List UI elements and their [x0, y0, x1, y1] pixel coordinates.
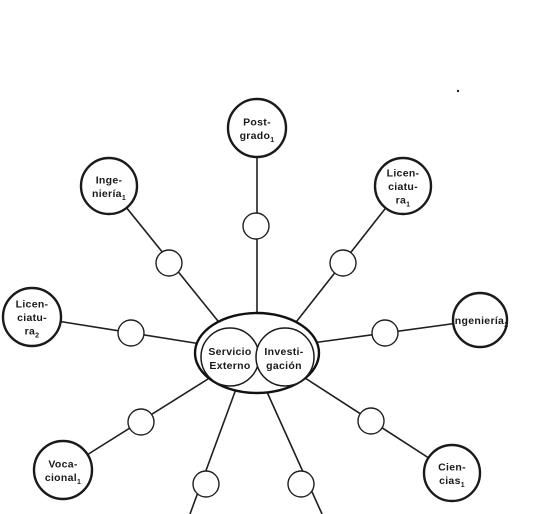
connector-postgrado-1 [242, 212, 270, 240]
label-postgrado-1-line-2: grado1 [240, 130, 275, 144]
label-licenciatura-2-line-1: Licen- [16, 299, 49, 311]
node-licenciatura-2 [1, 286, 63, 348]
label-licenciatura-2-line-3: ra2 [25, 326, 40, 340]
investigacion-circle [255, 327, 315, 387]
connector-ciencias-1 [357, 407, 385, 435]
connector-licenciatura-1-top [329, 249, 357, 277]
servicio-externo-label-line-2: Externo [209, 360, 250, 372]
label-vocacional-1-line-2: cional1 [45, 472, 81, 486]
connector-vocacional-1 [127, 408, 155, 436]
label-licenciatura-1-top-line-3: ra1 [396, 195, 411, 209]
node-ingenieria-1 [79, 156, 139, 216]
node-licenciatura-1-top [373, 156, 433, 216]
connector-nodes [117, 212, 399, 498]
label-ingenieria-1-line-1: Inge- [96, 174, 123, 186]
label-ciencias-1-line-2: cias1 [439, 475, 465, 489]
node-vocacional-1 [32, 439, 94, 501]
servicio-externo-label-line-1: Servicio [208, 346, 251, 358]
connector-bottom-right [287, 470, 315, 498]
connector-ingenieria-1 [155, 249, 183, 277]
investigacion-label-line-1: Investi- [264, 346, 303, 358]
connector-licenciatura-2 [117, 319, 145, 347]
label-vocacional-1-line-1: Voca- [48, 458, 78, 470]
label-postgrado-1-line-1: Post- [243, 116, 271, 128]
label-licenciatura-2-line-2: ciatu- [17, 312, 47, 324]
connector-ingenieria-2 [371, 319, 399, 347]
label-ingenieria-2-line-1: Ingeniería2 [452, 315, 509, 329]
scan-speck [456, 89, 460, 93]
label-licenciatura-1-top-line-1: Licen- [387, 168, 420, 180]
node-ingenieria-2 [451, 291, 509, 349]
edge-bottom-right [266, 391, 323, 514]
connector-bottom-left [192, 470, 220, 498]
label-ciencias-1-line-1: Cien- [438, 461, 466, 473]
node-ciencias-1 [422, 443, 482, 503]
node-postgrado-1 [226, 97, 288, 159]
label-licenciatura-1-top-line-2: ciatu- [388, 181, 418, 193]
investigacion-label-line-2: gación [266, 360, 302, 372]
label-ingenieria-1-line-2: niería1 [92, 188, 126, 202]
central-node: Servicio Externo Investi- gación [193, 311, 321, 395]
outer-nodes: Post-grado1Licen-ciatu-ra1Ingeniería2Cie… [1, 97, 509, 503]
